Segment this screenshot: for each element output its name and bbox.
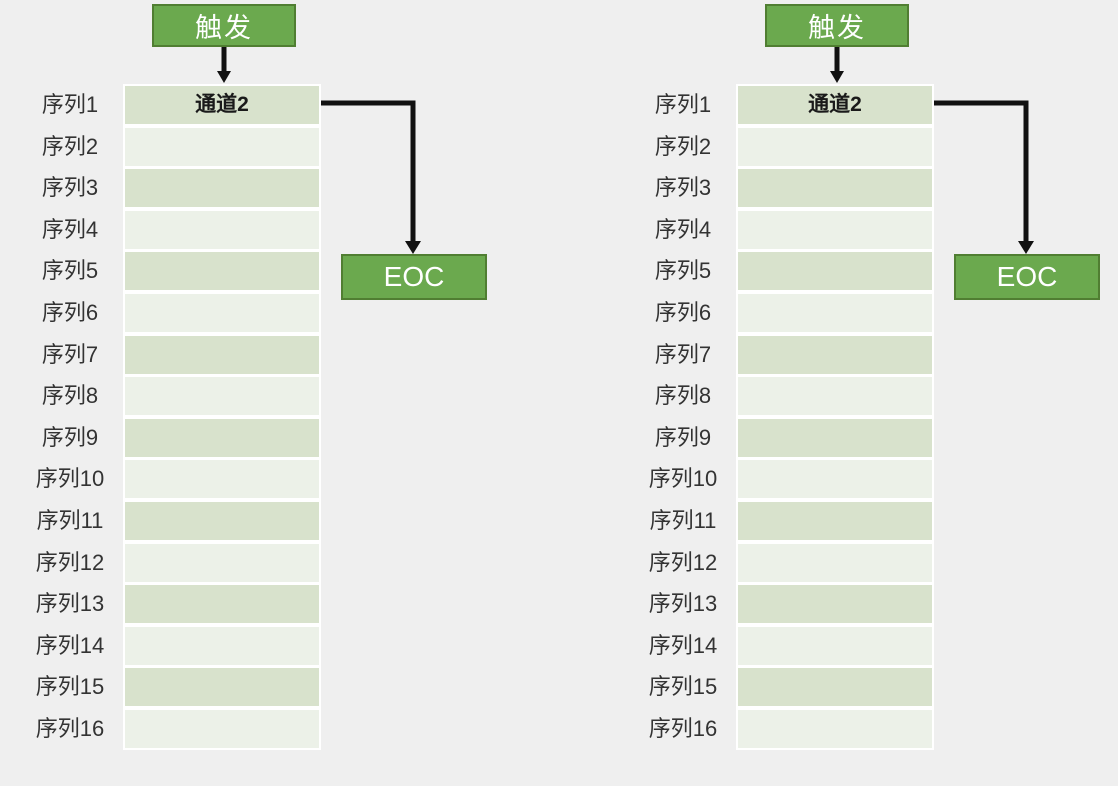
sequence-cell [125,335,319,374]
sequence-cell [738,626,932,665]
sequence-label: 序列2 [654,133,712,159]
sequence-cell [738,293,932,332]
sequence-cell [125,210,319,249]
sequence-cell [125,127,319,166]
sequence-label: 序列16 [35,715,105,741]
sequence-cell [125,418,319,457]
sequence-cell [738,210,932,249]
sequence-label: 序列15 [648,674,718,700]
sequence-cell [738,377,932,416]
trigger-box: 触发 [765,4,909,47]
channel-to-eoc-elbow-arrow [934,100,1034,254]
sequence-label: 序列4 [654,216,712,242]
sequence-label: 序列3 [654,175,712,201]
sequence-cell [125,543,319,582]
sequence-table: 通道2 [123,84,321,750]
sequence-cell [125,169,319,208]
sequence-labels-column: 序列1 序列2 序列3 序列4 序列5 序列6 序列7 序列8 序列9 序列10 序列11 序列12 序… [18,84,122,750]
sequence-cell [125,709,319,748]
sequence-label: 序列5 [654,258,712,284]
sequence-label: 序列7 [654,341,712,367]
sequence-cell [738,169,932,208]
sequence-cell [125,668,319,707]
sequence-cell [125,460,319,499]
sequence-label: 序列10 [35,466,105,492]
sequence-cell [125,377,319,416]
sequence-labels-column: 序列1 序列2 序列3 序列4 序列5 序列6 序列7 序列8 序列9 序列10 序列11 序列12 序… [631,84,735,750]
sequence-label: 序列1 [41,92,99,117]
sequence-cell [738,252,932,291]
sequence-cell [738,709,932,748]
sequence-label: 序列9 [654,424,712,450]
sequence-label: 序列12 [35,549,105,575]
sequence-label: 序列14 [648,632,718,658]
eoc-box: EOC [341,254,487,300]
sequence-label: 序列6 [41,299,99,325]
sequence-label: 序列4 [41,216,99,242]
sequence-label: 序列14 [35,632,105,658]
sequence-cell [738,668,932,707]
sequence-cell [738,543,932,582]
sequence-cell: 通道2 [738,86,932,124]
channel-to-eoc-elbow-arrow [321,100,421,254]
sequence-label: 序列8 [654,383,712,409]
trigger-label: 触发 [808,13,866,43]
sequence-table: 通道2 [736,84,934,750]
sequence-cell [125,585,319,624]
sequence-cell [125,293,319,332]
sequence-cell [125,252,319,291]
eoc-box: EOC [954,254,1100,300]
sequence-label: 序列3 [41,175,99,201]
sequence-label: 序列15 [35,674,105,700]
sequence-label: 序列16 [648,715,718,741]
sequence-label: 序列12 [648,549,718,575]
sequence-label: 序列5 [41,258,99,284]
eoc-label: EOC [383,261,445,292]
sequence-label: 序列6 [654,299,712,325]
sequence-cell: 通道2 [125,86,319,124]
trigger-down-arrow [217,47,231,83]
sequence-label: 序列10 [648,466,718,492]
trigger-label: 触发 [195,13,253,43]
sequence-label: 序列7 [41,341,99,367]
trigger-box: 触发 [152,4,296,47]
eoc-label: EOC [996,261,1058,292]
sequence-cell [738,418,932,457]
sequence-label: 序列1 [654,92,712,117]
sequence-cell [125,626,319,665]
sequence-cell [738,460,932,499]
sequence-cell [738,127,932,166]
sequence-cell [738,585,932,624]
sequence-label: 序列2 [41,133,99,159]
sequence-label: 序列11 [36,507,104,533]
sequence-cell [125,501,319,540]
sequence-label: 序列11 [649,507,717,533]
sequence-cell [738,501,932,540]
sequence-label: 序列8 [41,383,99,409]
trigger-down-arrow [830,47,844,83]
sequence-label: 序列9 [41,424,99,450]
sequence-cell [738,335,932,374]
sequence-label: 序列13 [35,591,105,617]
sequence-label: 序列13 [648,591,718,617]
